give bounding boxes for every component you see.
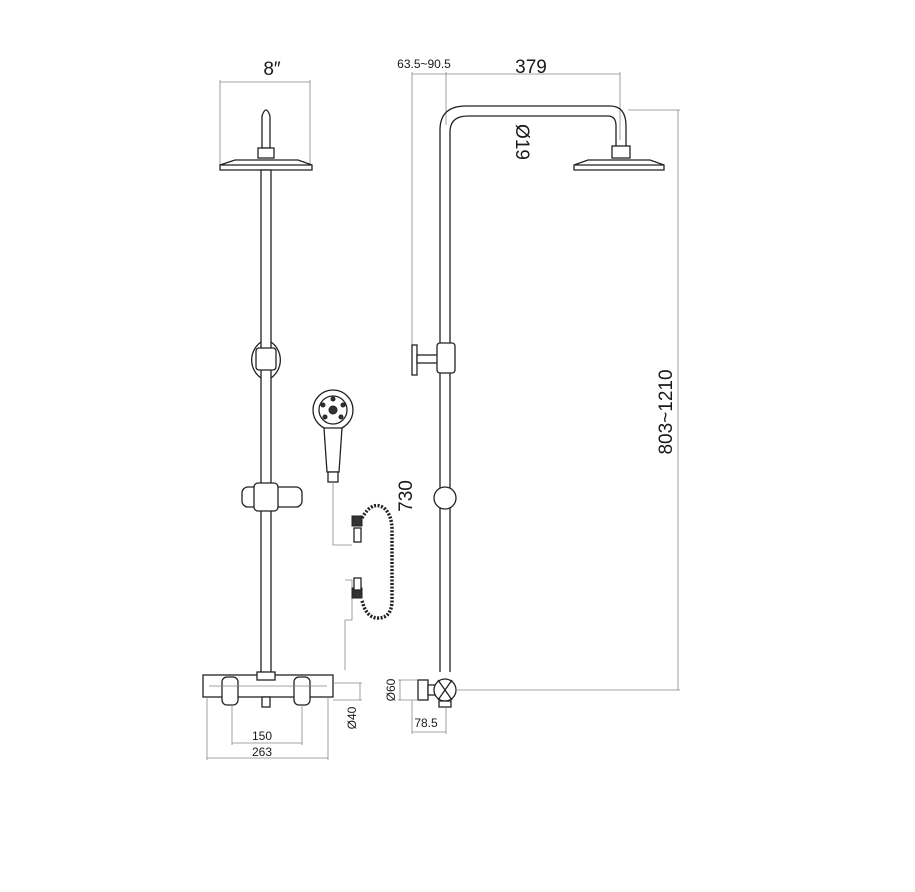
inlet-diameter-lines: [333, 682, 362, 701]
side-view: 63.5~90.5 379 Ø19 80: [384, 57, 680, 734]
side-riser-arm: [439, 105, 627, 672]
outlet-dimension-lines: [398, 679, 447, 734]
hand-shower-and-hose: 730: [312, 389, 417, 670]
height-dimension-lines: [455, 109, 680, 691]
front-view: 8″: [202, 59, 362, 760]
inlet-spacing-label: 150: [252, 729, 272, 743]
mixer-width-label: 263: [252, 745, 272, 759]
side-slide-holder: [433, 486, 457, 510]
inlet-diameter-label: Ø40: [345, 706, 359, 729]
arm-reach-label: 379: [515, 57, 547, 78]
arm-offset-label: 63.5~90.5: [397, 57, 451, 71]
side-bottom-connection: [417, 678, 457, 708]
head-diameter-label: 8″: [263, 59, 281, 80]
hand-shower: [312, 389, 354, 483]
front-head-dimension-lines: [219, 80, 311, 165]
side-head-connector: [611, 145, 631, 159]
side-wall-bracket: [411, 342, 456, 376]
front-wall-bracket: [251, 341, 281, 379]
front-slide-holder: [241, 482, 303, 512]
front-thermostatic-mixer: [202, 671, 334, 708]
front-shower-head: [219, 159, 313, 171]
mixer-dimension-lines: [206, 697, 329, 760]
shower-hose: [332, 482, 394, 670]
front-riser-pipe: [260, 169, 272, 676]
front-head-connector: [257, 147, 275, 159]
front-gooseneck: [261, 109, 271, 149]
side-top-dimension-lines: [411, 72, 621, 360]
pipe-diameter-label: Ø19: [511, 124, 532, 160]
hose-length-label: 730: [396, 480, 417, 512]
outlet-diameter-label: Ø60: [384, 678, 398, 701]
height-range-label: 803~1210: [656, 369, 677, 454]
wall-depth-label: 78.5: [414, 716, 438, 730]
side-shower-head: [573, 159, 665, 171]
